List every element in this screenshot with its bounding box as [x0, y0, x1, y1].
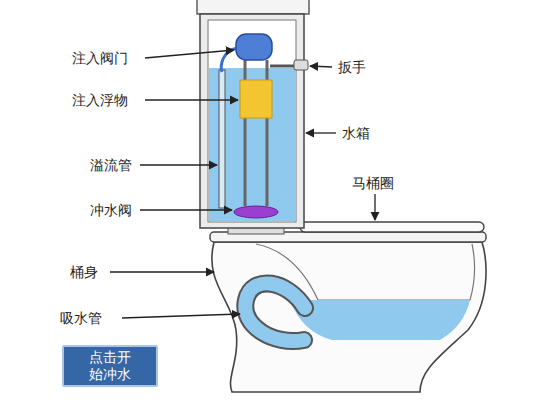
flush-button: 点击开始冲水 — [62, 345, 158, 387]
part-label: 冲水阀 — [90, 201, 132, 219]
leader-line — [145, 50, 234, 58]
leader-line — [374, 194, 375, 220]
part-label: 马桶圈 — [352, 174, 394, 192]
leader-line — [306, 132, 336, 133]
trap-outline — [245, 283, 305, 341]
button-text: 点击开始冲水 — [88, 349, 131, 383]
leader-line — [110, 271, 214, 272]
float — [240, 80, 272, 118]
overflow-pipe — [219, 70, 225, 208]
leader-line — [140, 164, 217, 165]
leader-line — [140, 209, 232, 210]
tank-lid — [197, 0, 309, 14]
part-label: 吸水管 — [60, 309, 102, 327]
part-label: 注入阀门 — [72, 49, 128, 67]
part-label: 扳手 — [338, 58, 366, 76]
flush-valve — [234, 206, 278, 218]
toilet-seat — [300, 222, 484, 232]
part-label: 溢流管 — [90, 156, 132, 174]
fill-valve — [236, 34, 272, 60]
tank-water — [209, 68, 295, 221]
trap-water — [245, 283, 305, 341]
leader-line — [310, 66, 332, 67]
part-label: 注入浮物 — [72, 91, 128, 109]
bowl-water — [290, 300, 470, 340]
toilet-body — [212, 242, 486, 392]
leader-line — [145, 99, 238, 100]
part-label: 桶身 — [70, 263, 98, 281]
leader-line — [122, 314, 240, 318]
lever-handle — [294, 60, 308, 70]
tank-inner — [208, 20, 296, 222]
part-label: 水箱 — [342, 124, 370, 142]
lever-arm — [270, 65, 296, 68]
tank-wall — [200, 14, 304, 228]
